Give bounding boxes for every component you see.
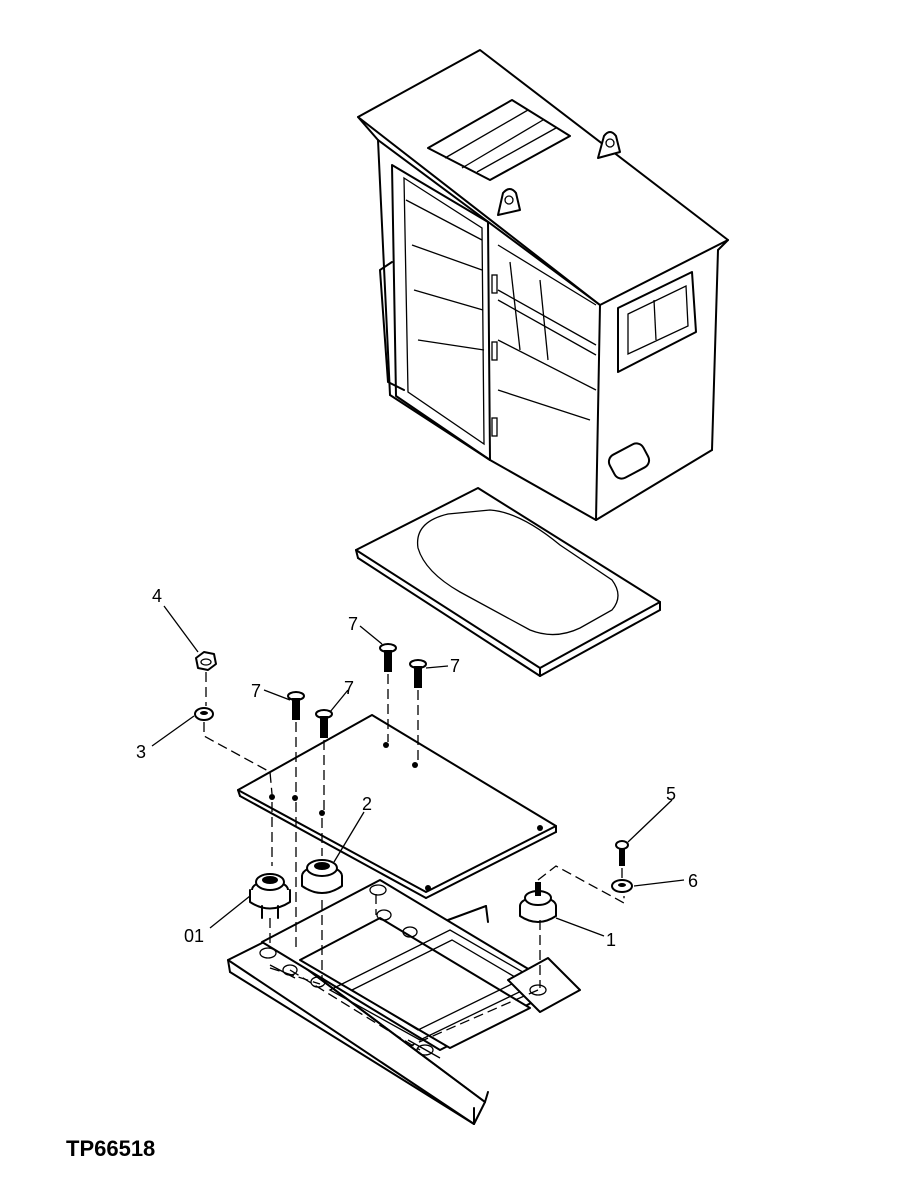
cab-frame bbox=[227, 879, 581, 1125]
callout-6: 6 bbox=[688, 871, 698, 891]
callout-2: 2 bbox=[362, 794, 372, 814]
callout-5: 5 bbox=[666, 784, 676, 804]
assembly-lines bbox=[203, 672, 625, 1051]
bolt-7a bbox=[287, 691, 305, 720]
callout-7d: 7 bbox=[450, 656, 460, 676]
callout-3: 3 bbox=[136, 742, 146, 762]
nut-4 bbox=[195, 651, 217, 671]
callout-7b: 7 bbox=[344, 678, 354, 698]
bolt-5 bbox=[615, 840, 629, 866]
isolator-mount-1 bbox=[519, 882, 557, 923]
figure-id: TP66518 bbox=[66, 1136, 155, 1161]
bolt-7c bbox=[379, 643, 397, 672]
callout-4: 4 bbox=[152, 586, 162, 606]
callout-labels: 4 3 7 7 7 7 2 5 6 1 01 bbox=[136, 586, 698, 950]
isolator-mount-01 bbox=[249, 873, 291, 919]
callout-7c: 7 bbox=[348, 614, 358, 634]
washer-6 bbox=[611, 879, 633, 893]
callout-01: 01 bbox=[184, 926, 204, 946]
isolator-mount-2 bbox=[301, 859, 343, 894]
callout-7a: 7 bbox=[251, 681, 261, 701]
bolt-7d bbox=[409, 659, 427, 688]
leader-lines bbox=[151, 605, 685, 937]
operator-cab bbox=[357, 49, 729, 521]
mount-plate bbox=[237, 714, 557, 899]
bolt-7b bbox=[315, 709, 333, 738]
floor-mat bbox=[355, 487, 661, 677]
washer-3 bbox=[194, 707, 214, 721]
callout-1: 1 bbox=[606, 930, 616, 950]
